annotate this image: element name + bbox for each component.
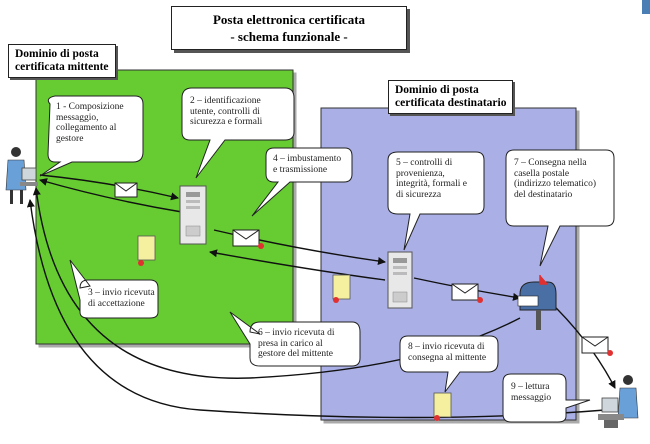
callout-line: messaggio, <box>56 112 99 123</box>
envelope-icon <box>114 182 138 198</box>
callout-line: messaggio <box>511 392 552 403</box>
receipt-document-icon <box>433 392 452 421</box>
arrow-reader-back-to-user <box>26 199 606 419</box>
callout-line: e trasmissione <box>273 164 328 175</box>
domain-label-line: certificata mittente <box>15 61 109 73</box>
callout-line: 9 – lettura <box>511 382 550 392</box>
receipt-document-icon <box>137 235 156 266</box>
callout-line: gestore del mittente <box>258 349 333 359</box>
callout-line: del destinatario <box>514 189 573 200</box>
callout-line: di sicurezza <box>396 189 442 200</box>
mailbox-icon <box>517 275 557 330</box>
bubble-step-9 <box>502 373 591 423</box>
server-icon <box>387 251 413 309</box>
receipt-document-icon <box>332 274 351 303</box>
callout-line: casella postale <box>514 168 570 179</box>
callout-line: 3 – invio ricevuta <box>88 288 155 298</box>
callout-line: di accettazione <box>88 298 145 309</box>
bubble-step-5 <box>387 151 485 251</box>
certified-envelope-icon <box>581 336 613 356</box>
bubble-step-4 <box>251 147 353 217</box>
bubble-step-7 <box>505 149 615 267</box>
callout-line: 8 – invio ricevuta di <box>408 342 485 352</box>
corner-accent <box>642 0 650 14</box>
callout-line: 1 - Composizione <box>56 102 124 112</box>
arrow-server-to-user-receipt <box>39 178 183 213</box>
server-icon <box>179 185 207 245</box>
title-line-2: - schema funzionale - <box>230 29 348 44</box>
domain-label-line: certificata destinatario <box>395 97 507 109</box>
callout-line: 7 – Consegna nella <box>514 158 587 168</box>
sender-domain-label: Dominio di posta certificata mittente <box>8 44 116 78</box>
bubble-step-8 <box>399 335 499 393</box>
callout-line: consegna al mittente <box>408 352 487 363</box>
callout-line: gestore <box>56 133 84 144</box>
callout-line: sicurezza e formali <box>190 117 263 127</box>
recipient-domain-label: Dominio di posta certificata destinatari… <box>388 80 514 114</box>
callout-line: (indirizzo telematico) <box>514 179 597 189</box>
bubble-step-1 <box>39 95 144 177</box>
callout-line: 5 – controlli di <box>396 158 453 168</box>
callout-line: collegamento al <box>56 123 117 133</box>
callout-line: 2 – identificazione <box>190 96 261 106</box>
domain-label-line: Dominio di posta <box>15 48 99 60</box>
bubble-step-6 <box>229 311 361 367</box>
certified-envelope-icon <box>232 229 264 249</box>
callout-line: provenienza, <box>396 168 445 179</box>
arrow-user-to-server <box>39 174 179 201</box>
bubble-step-3 <box>69 259 159 319</box>
certified-envelope-icon <box>451 283 483 303</box>
arrow-recipient-server-receipt-back <box>209 249 386 281</box>
diagram-title: Posta elettronica certificata - schema f… <box>171 6 407 50</box>
callout-line: 4 – imbustamento <box>273 154 342 164</box>
domain-label-line: Dominio di posta <box>395 84 479 96</box>
callout-line: 6 – invio ricevuta di <box>258 328 335 338</box>
callout-line: presa in carico al <box>258 338 323 349</box>
callout-line: utente, controlli di <box>190 106 260 117</box>
user-at-computer-icon <box>598 375 639 428</box>
bubble-step-2 <box>181 87 295 179</box>
callout-line: integrità, formali e <box>396 179 467 189</box>
user-at-computer-icon <box>5 147 38 204</box>
title-line-1: Posta elettronica certificata <box>212 12 366 27</box>
